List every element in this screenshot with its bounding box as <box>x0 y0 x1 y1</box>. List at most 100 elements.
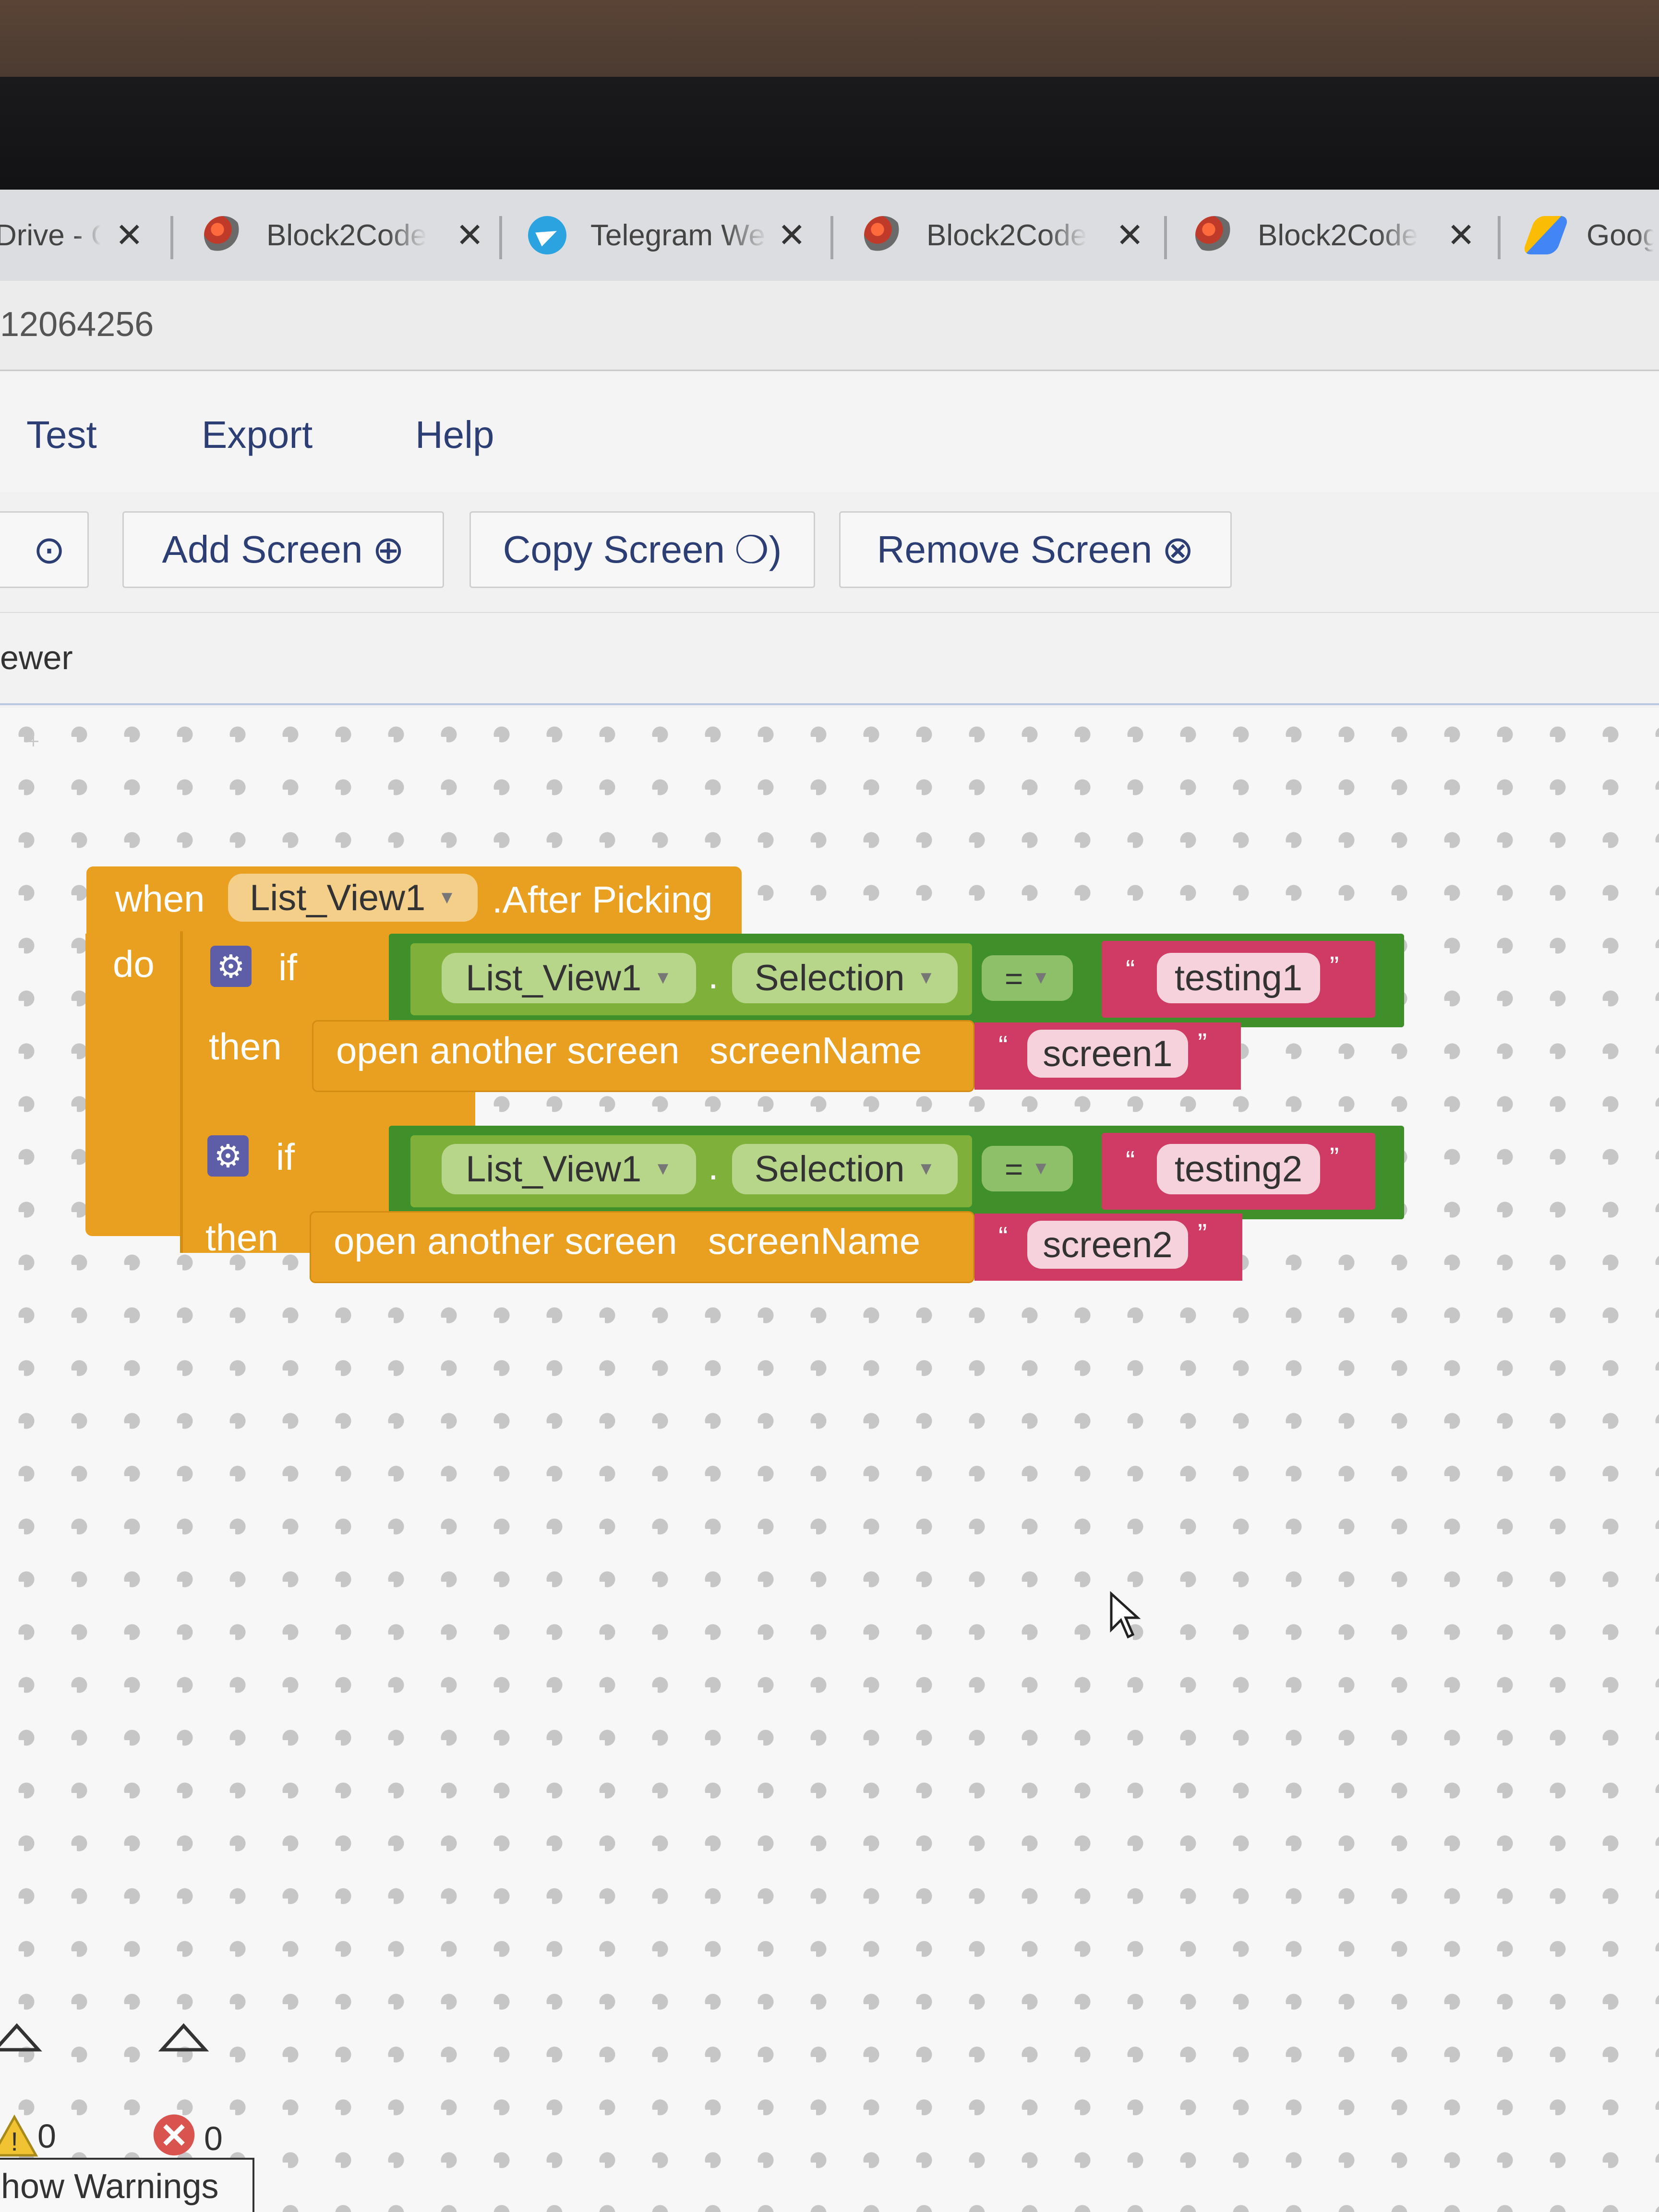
tab-strip: Drive - G ✕ Block2Code ✕ Telegram Web ✕ … <box>0 190 1659 281</box>
menu-test[interactable]: Test <box>26 413 97 456</box>
property-dropdown[interactable]: Selection ▼ <box>732 1144 958 1194</box>
svg-text:!: ! <box>11 2127 18 2156</box>
menu-export[interactable]: Export <box>202 413 313 456</box>
tab-block2code-1[interactable]: Block2Code ✕ <box>204 209 484 262</box>
string-value: screen2 <box>1043 1224 1173 1265</box>
remove-circle-icon: ⊗ <box>1162 528 1194 571</box>
tab-label: Block2Code <box>1258 218 1419 252</box>
tab-label: Telegram Web <box>590 218 768 252</box>
event-block-body[interactable] <box>85 934 184 1217</box>
add-screen-button[interactable]: Add Screen ⊕ <box>122 511 444 588</box>
error-count: 0 <box>204 2120 223 2157</box>
menu-help[interactable]: Help <box>415 413 494 456</box>
add-screen-label: Add Screen <box>162 528 363 571</box>
open-screen-block-2[interactable] <box>310 1211 974 1283</box>
if-label: if <box>278 946 297 988</box>
operator-dropdown[interactable]: = ▼ <box>982 1146 1073 1191</box>
close-icon[interactable]: ✕ <box>115 216 144 254</box>
chevron-down-icon: ⊙ <box>33 528 66 571</box>
open-screen-label: open another screen <box>334 1220 677 1262</box>
component-name: List_View1 <box>466 1149 642 1190</box>
tab-google-ads[interactable]: Goog <box>1522 209 1654 262</box>
operator-symbol: = <box>1004 1151 1023 1187</box>
string-value: testing1 <box>1174 958 1303 998</box>
tab-label: Block2Code <box>926 218 1087 252</box>
screen-name-label: screenName <box>709 1029 922 1071</box>
mutator-gear-icon[interactable]: ⚙ <box>210 946 252 987</box>
component-dropdown[interactable]: List_View1 ▼ <box>228 874 478 922</box>
quote-open: “ <box>998 1030 1008 1061</box>
property-dropdown[interactable]: Selection ▼ <box>732 953 958 1003</box>
show-warnings-button[interactable]: how Warnings <box>0 2158 254 2212</box>
quote-close: ” <box>1198 1218 1207 1250</box>
property-name: Selection <box>754 958 905 998</box>
block2code-icon <box>204 216 242 254</box>
close-icon[interactable]: ✕ <box>456 216 484 254</box>
string-value: testing2 <box>1174 1149 1303 1190</box>
background-wall <box>0 0 1659 86</box>
dot-label: . <box>708 954 719 997</box>
close-icon[interactable]: ✕ <box>1447 216 1475 254</box>
open-screen-block-1[interactable] <box>312 1020 974 1092</box>
tab-separator <box>830 216 833 259</box>
quote-open: “ <box>1126 954 1135 986</box>
tab-drive[interactable]: Drive - G ✕ <box>0 209 144 262</box>
monitor-bezel <box>0 77 1659 197</box>
error-prev-arrow-icon[interactable] <box>156 2021 211 2052</box>
dot-label: . <box>708 1145 719 1188</box>
do-label: do <box>113 943 155 985</box>
telegram-icon <box>528 216 566 254</box>
error-icon <box>153 2114 195 2156</box>
tab-block2code-2[interactable]: Block2Code ✕ <box>864 209 1144 262</box>
tab-telegram[interactable]: Telegram Web ✕ <box>528 209 806 262</box>
tab-separator <box>499 216 502 259</box>
string-field[interactable]: screen1 <box>1027 1030 1188 1078</box>
show-warnings-label: how Warnings <box>1 2167 219 2206</box>
screen-name-label: screenName <box>708 1220 921 1262</box>
string-field[interactable]: testing2 <box>1157 1144 1320 1194</box>
then-label: then <box>205 1216 278 1259</box>
screen-select-button[interactable]: ⊙ <box>0 511 89 588</box>
component-dropdown[interactable]: List_View1 ▼ <box>442 1144 696 1194</box>
dropdown-arrow-icon: ▼ <box>654 968 672 988</box>
address-bar[interactable]: 12064256 <box>0 281 1659 371</box>
viewer-label: ewer <box>0 639 73 676</box>
copy-screen-button[interactable]: Copy Screen ❍) <box>469 511 815 588</box>
google-ads-icon <box>1522 216 1570 254</box>
component-dropdown[interactable]: List_View1 ▼ <box>442 953 696 1003</box>
quote-open: “ <box>998 1221 1008 1252</box>
tab-separator <box>1164 216 1167 259</box>
plus-circle-icon: ⊕ <box>372 528 405 571</box>
dropdown-arrow-icon: ▼ <box>1032 968 1050 988</box>
remove-screen-label: Remove Screen <box>877 528 1153 571</box>
string-field[interactable]: testing1 <box>1157 953 1320 1003</box>
address-text: 12064256 <box>0 305 154 344</box>
screen-toolbar: ⊙ Add Screen ⊕ Copy Screen ❍) Remove Scr… <box>0 492 1659 613</box>
when-label: when <box>115 878 205 920</box>
dropdown-arrow-icon: ▼ <box>438 887 456 908</box>
component-name: List_View1 <box>466 958 642 998</box>
string-value: screen1 <box>1043 1033 1173 1074</box>
event-name: .After Picking <box>492 878 713 921</box>
close-icon[interactable]: ✕ <box>1116 216 1144 254</box>
dropdown-arrow-icon: ▼ <box>654 1159 672 1179</box>
copy-screen-label: Copy Screen <box>503 528 725 571</box>
blocks-workspace[interactable]: when List_View1 ▼ .After Picking do ⚙ if… <box>0 708 1659 2212</box>
tab-label: Drive - G <box>0 218 101 252</box>
tab-separator <box>170 216 173 259</box>
warning-prev-arrow-icon[interactable] <box>0 2021 43 2052</box>
operator-symbol: = <box>1004 960 1023 996</box>
quote-close: ” <box>1330 951 1339 982</box>
mouse-cursor-icon <box>1110 1591 1141 1639</box>
tab-block2code-3[interactable]: Block2Code ✕ <box>1195 209 1475 262</box>
string-field[interactable]: screen2 <box>1027 1221 1188 1269</box>
then-label: then <box>209 1025 282 1068</box>
remove-screen-button[interactable]: Remove Screen ⊗ <box>839 511 1232 588</box>
dropdown-arrow-icon: ▼ <box>917 968 936 988</box>
warning-count: 0 <box>37 2117 56 2155</box>
operator-dropdown[interactable]: = ▼ <box>982 955 1073 1001</box>
quote-open: “ <box>1126 1145 1135 1177</box>
close-icon[interactable]: ✕ <box>778 216 806 254</box>
mutator-gear-icon[interactable]: ⚙ <box>207 1135 249 1177</box>
block2code-icon <box>864 216 902 254</box>
